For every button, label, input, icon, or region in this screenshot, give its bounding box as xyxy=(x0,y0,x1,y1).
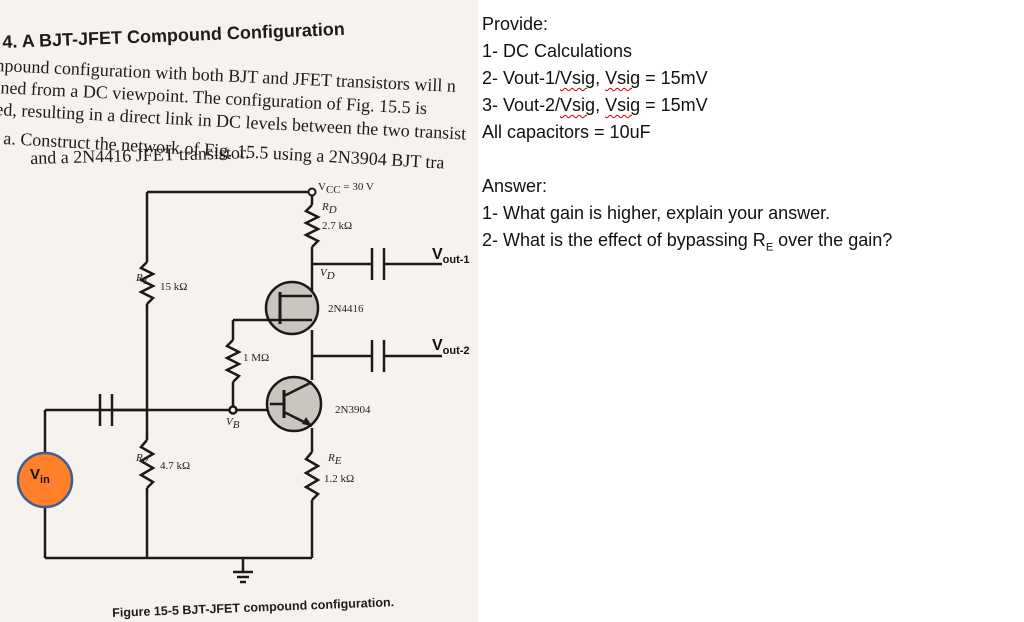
bjt-name: 2N3904 xyxy=(335,404,371,416)
re-value: 1.2 kΩ xyxy=(324,473,355,485)
gate-resistor-value: 1 MΩ xyxy=(243,352,270,364)
answer-question-2: 2- What is the effect of bypassing RE ov… xyxy=(482,230,893,254)
provide-heading: Provide: xyxy=(482,14,549,34)
provide-item-3: 3- Vout-2/Vsig, Vsig = 15mV xyxy=(482,95,708,115)
provide-item-1: 1- DC Calculations xyxy=(482,41,633,61)
answer-heading: Answer: xyxy=(482,176,548,196)
r2-value: 4.7 kΩ xyxy=(160,460,191,472)
vcc-label: VCC = 30 V xyxy=(318,181,374,197)
jfet-name: 2N4416 xyxy=(328,303,364,315)
provide-item-2: 2- Vout-1/Vsig, Vsig = 15mV xyxy=(482,68,708,88)
vout1-label: Vout-1 xyxy=(432,246,470,267)
re-name: RE xyxy=(328,452,342,468)
r2-name: R2 xyxy=(136,452,149,468)
re-resistor xyxy=(303,451,321,501)
vout2-label: Vout-2 xyxy=(432,337,470,358)
vb-node xyxy=(228,405,238,415)
r1-value: 15 kΩ xyxy=(160,281,188,293)
rd-value: 2.7 kΩ xyxy=(322,220,353,232)
r2-resistor xyxy=(138,439,156,489)
textbook-photo: 4. A BJT-JFET Compound Configuration npo… xyxy=(0,0,478,622)
instructions-panel: Provide: 1- DC Calculations 2- Vout-1/Vs… xyxy=(478,0,1024,622)
r1-name: R1 xyxy=(136,272,149,288)
bjt-transistor xyxy=(265,375,323,433)
vd-label: VD xyxy=(320,267,335,283)
rd-name: RD xyxy=(322,201,337,217)
gate-resistor-1m xyxy=(224,339,242,383)
vb-label: VB xyxy=(226,416,240,432)
capacitors-note: All capacitors = 10uF xyxy=(482,122,651,142)
jfet-transistor xyxy=(264,280,320,336)
vcc-terminal xyxy=(307,187,317,197)
vin-label: Vin xyxy=(30,466,50,486)
r1-resistor xyxy=(138,261,156,305)
answer-question-1: 1- What gain is higher, explain your ans… xyxy=(482,203,831,223)
circuit-diagram xyxy=(16,187,442,584)
vin-source xyxy=(16,451,74,509)
rd-resistor xyxy=(303,204,321,248)
